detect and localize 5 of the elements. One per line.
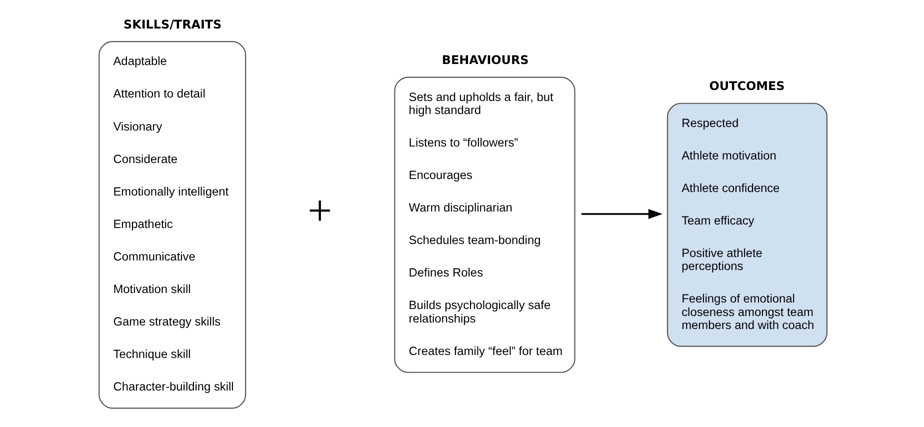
node-label: BEHAVIOURS <box>441 52 528 67</box>
label: + <box>307 186 332 234</box>
node-label: SKILLS/TRAITS <box>123 16 222 31</box>
arrow <box>580 208 662 218</box>
node-label: OUTCOMES <box>708 78 784 93</box>
